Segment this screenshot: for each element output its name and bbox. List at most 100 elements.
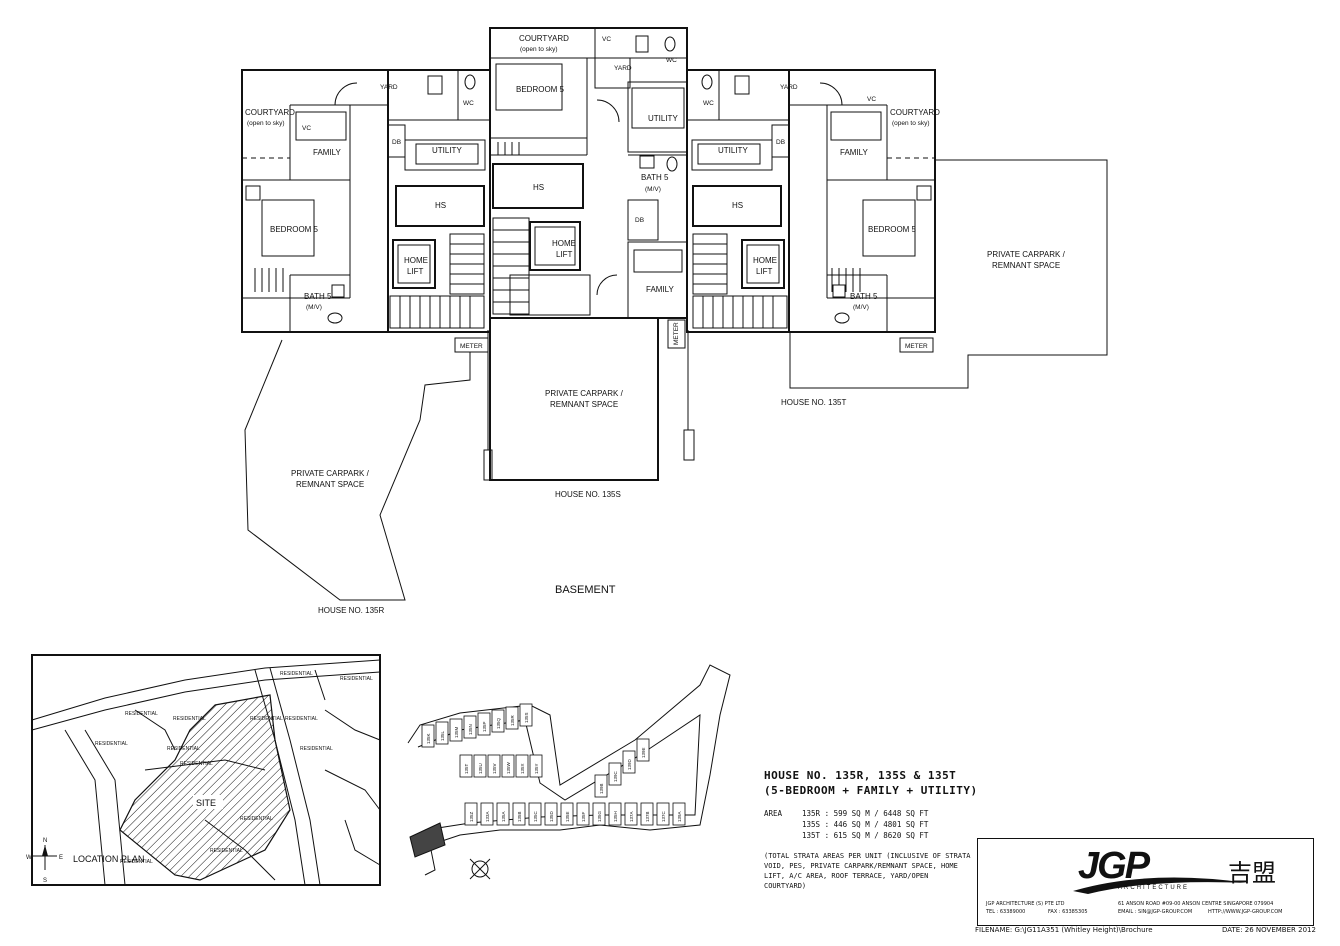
site-unit-label: 135P [482, 721, 487, 732]
location-plan-title: LOCATION PLAN [73, 854, 144, 864]
compass-n: N [43, 838, 47, 844]
label-meter-mid: METER [673, 322, 680, 345]
label-vc-mid: VC [602, 36, 611, 43]
site-unit-label: 137B [645, 811, 650, 822]
site-unit-block [515, 754, 529, 778]
compass-e: E [59, 855, 63, 861]
site-parcel [119, 694, 291, 881]
residential-label-5: RESIDENTIAL [180, 761, 213, 767]
site-unit-label: 135B [517, 811, 522, 822]
label-yard-left: YARD [380, 84, 398, 91]
company-email: EMAIL : SIN@JGP-GROUP.COM [1118, 909, 1193, 915]
site-unit-label: 135L [440, 730, 445, 741]
site-unit-label: 139A [677, 811, 682, 822]
site-unit-label: 135W [506, 761, 511, 774]
footer-date: DATE: 26 NOVEMBER 2012 [1222, 926, 1316, 934]
company-address: 61 ANSON ROAD #09-00 ANSON CENTRE SINGAP… [1118, 901, 1274, 907]
site-unit-block [594, 774, 608, 798]
label-vc-right: VC [867, 96, 876, 103]
site-unit-label: 139D [627, 758, 632, 770]
site-unit-block [435, 721, 449, 745]
label-bedroom5-right: BEDROOM 5 [868, 225, 917, 234]
residential-label-1: RESIDENTIAL [125, 711, 158, 717]
site-unit-block [519, 703, 533, 727]
label-home-left: HOME [404, 256, 428, 265]
site-unit-label: 135Q [496, 717, 501, 729]
label-bath5-right: BATH 5 [850, 292, 878, 301]
label-mv-left: (M/V) [306, 304, 322, 311]
site-unit-label: 135U [478, 763, 483, 774]
site-unit-label: 137A [629, 811, 634, 822]
site-unit-label: 135C [533, 810, 538, 822]
site-unit-block [505, 706, 519, 730]
carpark-label-left-2: REMNANT SPACE [296, 480, 364, 489]
company-web: HTTP://WWW.JGP-GROUP.COM [1208, 909, 1283, 915]
site-unit-label: 135E [565, 811, 570, 822]
title-block: JGP ARCHITECTURE 吉盟 JGP ARCHITECTURE (S)… [977, 838, 1314, 926]
label-open-sky-right: (open to sky) [892, 120, 930, 127]
label-mv-right: (M/V) [853, 304, 869, 311]
company-fax: FAX : 63385305 [1048, 909, 1088, 915]
area-row-135r: 135R : 599 SQ M / 6448 SQ FT [802, 809, 929, 818]
site-unit-block [496, 802, 510, 826]
label-bedroom5-mid: BEDROOM 5 [516, 85, 565, 94]
label-hs-left: HS [435, 201, 446, 210]
compass-icon: N S W E [26, 838, 63, 884]
site-unit-block [622, 750, 636, 774]
site-unit-label: 135Y [534, 763, 539, 774]
area-note: (TOTAL STRATA AREAS PER UNIT (INCLUSIVE … [764, 852, 971, 890]
carpark-label-right-2: REMNANT SPACE [992, 261, 1060, 270]
level-label: BASEMENT [555, 584, 616, 596]
site-unit-label: 137C [661, 810, 666, 822]
residential-label-4: RESIDENTIAL [167, 746, 200, 752]
residential-label-12: RESIDENTIAL [280, 671, 313, 677]
site-unit-label: 135S [524, 712, 529, 723]
floor-plan: COURTYARD (open to sky) VC YARD WC BEDRO… [241, 27, 1108, 615]
site-unit-block [491, 709, 505, 733]
label-home-right: HOME [753, 256, 777, 265]
label-hs-mid: HS [533, 183, 544, 192]
label-db-right: DB [776, 139, 785, 146]
label-wc-left: WC [463, 100, 474, 107]
site-unit-block [421, 724, 435, 748]
site-unit-block [560, 802, 574, 826]
label-open-sky-mid: (open to sky) [520, 46, 558, 53]
plan-labels: COURTYARD (open to sky) VC YARD WC BEDRO… [245, 34, 1066, 615]
label-meter-right: METER [905, 343, 928, 350]
unit-135s-plan [483, 27, 695, 481]
company-name: JGP ARCHITECTURE (S) PTE LTD [986, 901, 1065, 907]
site-unit-block [624, 802, 638, 826]
label-utility-mid: UTILITY [648, 114, 678, 123]
site-unit-block [576, 802, 590, 826]
label-lift-mid: LIFT [556, 250, 573, 259]
north-symbol-icon [469, 858, 491, 880]
label-family-left: FAMILY [313, 148, 342, 157]
site-unit-label: 139C [613, 770, 618, 782]
site-unit-label: 135N [468, 724, 473, 735]
site-unit-block [449, 718, 463, 742]
site-unit-label: 135V [492, 763, 497, 774]
label-bath5-mid: BATH 5 [641, 173, 669, 182]
house-135s-label: HOUSE NO. 135S [555, 490, 621, 499]
location-plan: SITE RESIDENTIAL RESIDENTIAL RESIDENTIAL… [26, 654, 381, 886]
site-unit-label: 135R [510, 714, 515, 726]
site-unit-label: 135F [581, 811, 586, 822]
site-unit-block [464, 802, 478, 826]
label-yard-right: YARD [780, 84, 798, 91]
area-block: AREA 135R : 599 SQ M / 6448 SQ FT 135S :… [764, 808, 964, 841]
carpark-label-mid-1: PRIVATE CARPARK / [545, 389, 624, 398]
site-unit-block [640, 802, 654, 826]
logo-subtitle: ARCHITECTURE [1118, 885, 1190, 891]
logo-swoosh-icon [1073, 877, 1248, 894]
label-family-right: FAMILY [840, 148, 869, 157]
site-unit-block [608, 762, 622, 786]
label-courtyard-right: COURTYARD [890, 108, 940, 117]
area-values: 135R : 599 SQ M / 6448 SQ FT 135S : 446 … [802, 808, 928, 841]
label-wc-right: WC [703, 100, 714, 107]
label-utility-left: UTILITY [432, 146, 462, 155]
site-label: SITE [196, 798, 216, 808]
site-unit-label: 139E [641, 747, 646, 758]
label-bath5-left: BATH 5 [304, 292, 332, 301]
label-open-sky-left: (open to sky) [247, 120, 285, 127]
